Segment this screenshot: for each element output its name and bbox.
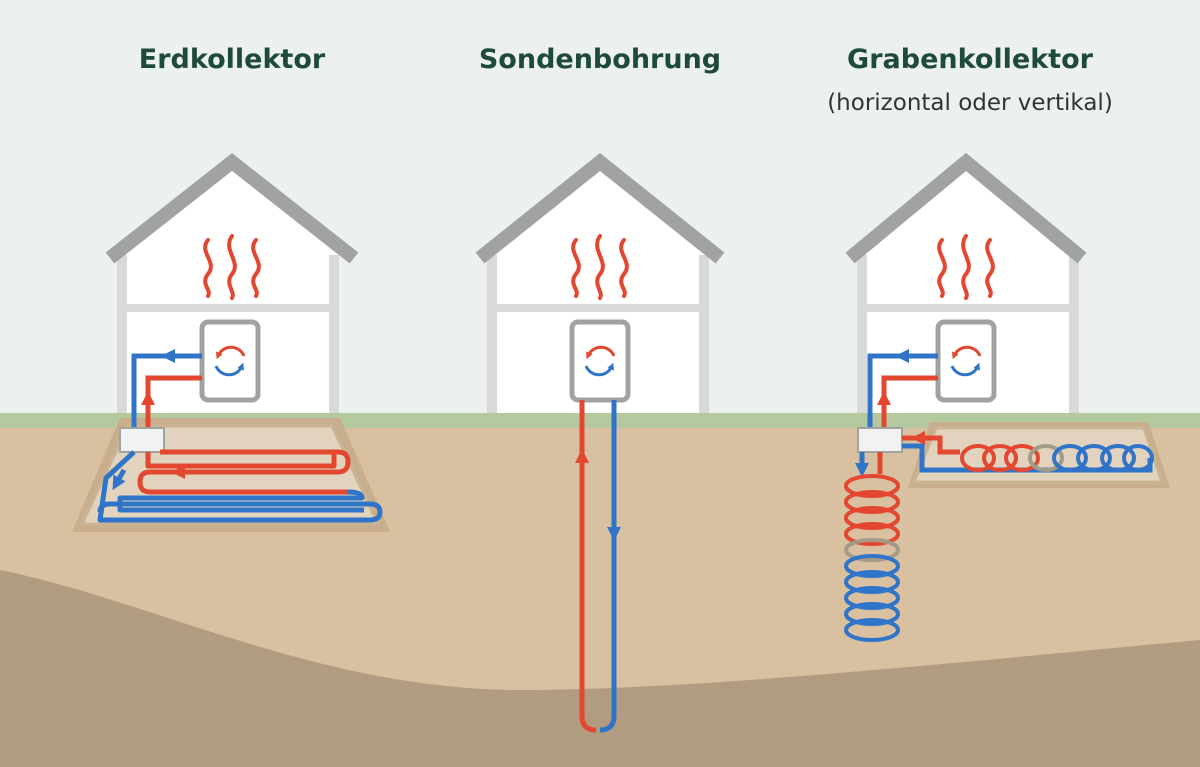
heat-pump-cycle-icon (569, 319, 631, 403)
heat-waves-icon (937, 234, 995, 300)
vertical-coil (844, 474, 900, 642)
probe-cold (599, 400, 617, 733)
manifold-box-icon (119, 427, 165, 453)
horizontal-slinky (960, 444, 1154, 472)
heat-waves-icon (571, 234, 629, 300)
title-sondenbohrung: Sondenbohrung (478, 44, 722, 75)
roof (105, 153, 359, 264)
probe-hot (579, 400, 597, 733)
roof (475, 153, 725, 264)
manifold-box-icon (857, 427, 903, 453)
title-grabenkollektor: Grabenkollektor (847, 44, 1093, 75)
heat-pump-cycle-icon (935, 319, 997, 403)
subtitle-grabenkollektor: (horizontal oder vertikal) (827, 90, 1113, 116)
roof (845, 152, 1087, 264)
heat-pump-cycle-icon (199, 319, 261, 403)
heat-waves-icon (203, 234, 261, 300)
title-erdkollektor: Erdkollektor (138, 44, 326, 75)
soil-lower (0, 570, 1200, 767)
